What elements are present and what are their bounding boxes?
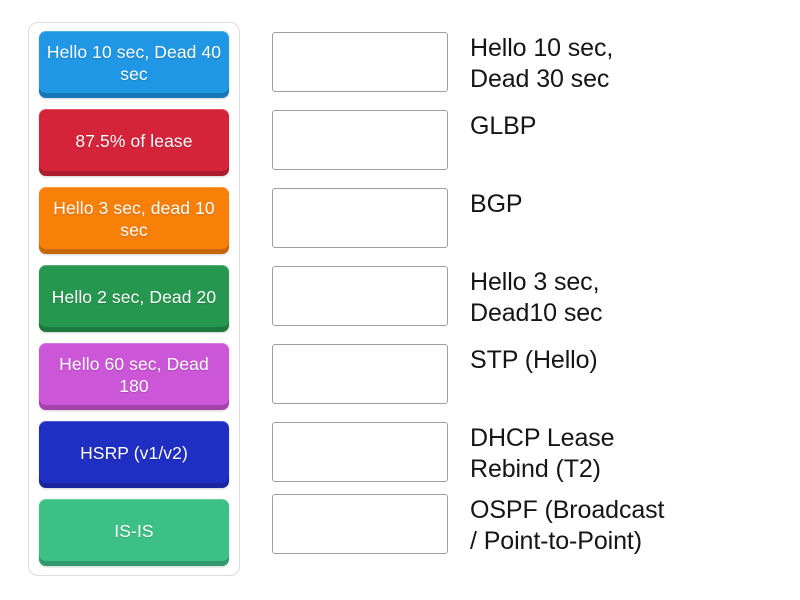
dropzone[interactable]: [272, 188, 448, 248]
answer-row: STP (Hello): [272, 344, 782, 404]
answer-row: OSPF (Broadcast / Point-to-Point): [272, 494, 782, 556]
dropzone[interactable]: [272, 422, 448, 482]
draggable-tile[interactable]: HSRP (v1/v2): [39, 421, 229, 488]
answer-label: BGP: [470, 190, 523, 218]
answer-label: Hello 10 sec, Dead 30 sec: [470, 34, 614, 93]
dropzone[interactable]: [272, 110, 448, 170]
draggable-tile[interactable]: IS-IS: [39, 499, 229, 566]
answer-label: OSPF (Broadcast / Point-to-Point): [470, 496, 665, 555]
dropzone[interactable]: [272, 344, 448, 404]
dropzone[interactable]: [272, 32, 448, 92]
answer-label: GLBP: [470, 112, 537, 140]
draggable-tile-label: IS-IS: [114, 520, 154, 541]
answer-row: Hello 10 sec, Dead 30 sec: [272, 32, 782, 94]
answer-label: Hello 3 sec, Dead10 sec: [470, 268, 603, 327]
answer-label: DHCP Lease Rebind (T2): [470, 424, 615, 483]
draggable-tile-label: 87.5% of lease: [75, 130, 193, 151]
draggable-tile[interactable]: Hello 3 sec, dead 10 sec: [39, 187, 229, 254]
dropzone[interactable]: [272, 494, 448, 554]
dropzone[interactable]: [272, 266, 448, 326]
answer-row: GLBP: [272, 110, 782, 170]
answer-row: DHCP Lease Rebind (T2): [272, 422, 782, 484]
draggable-tile-label: Hello 3 sec, dead 10 sec: [53, 198, 215, 240]
draggable-tile[interactable]: Hello 2 sec, Dead 20: [39, 265, 229, 332]
draggable-tile[interactable]: Hello 10 sec, Dead 40 sec: [39, 31, 229, 98]
answer-row: Hello 3 sec, Dead10 sec: [272, 266, 782, 328]
draggable-tile[interactable]: 87.5% of lease: [39, 109, 229, 176]
draggable-tile-label: Hello 60 sec, Dead 180: [59, 354, 209, 396]
answer-label: STP (Hello): [470, 346, 598, 374]
draggable-tile-label: Hello 2 sec, Dead 20: [51, 286, 217, 307]
draggable-tile[interactable]: Hello 60 sec, Dead 180: [39, 343, 229, 410]
draggable-tile-label: HSRP (v1/v2): [80, 442, 188, 463]
answer-row: BGP: [272, 188, 782, 248]
draggable-tile-label: Hello 10 sec, Dead 40 sec: [46, 42, 222, 84]
